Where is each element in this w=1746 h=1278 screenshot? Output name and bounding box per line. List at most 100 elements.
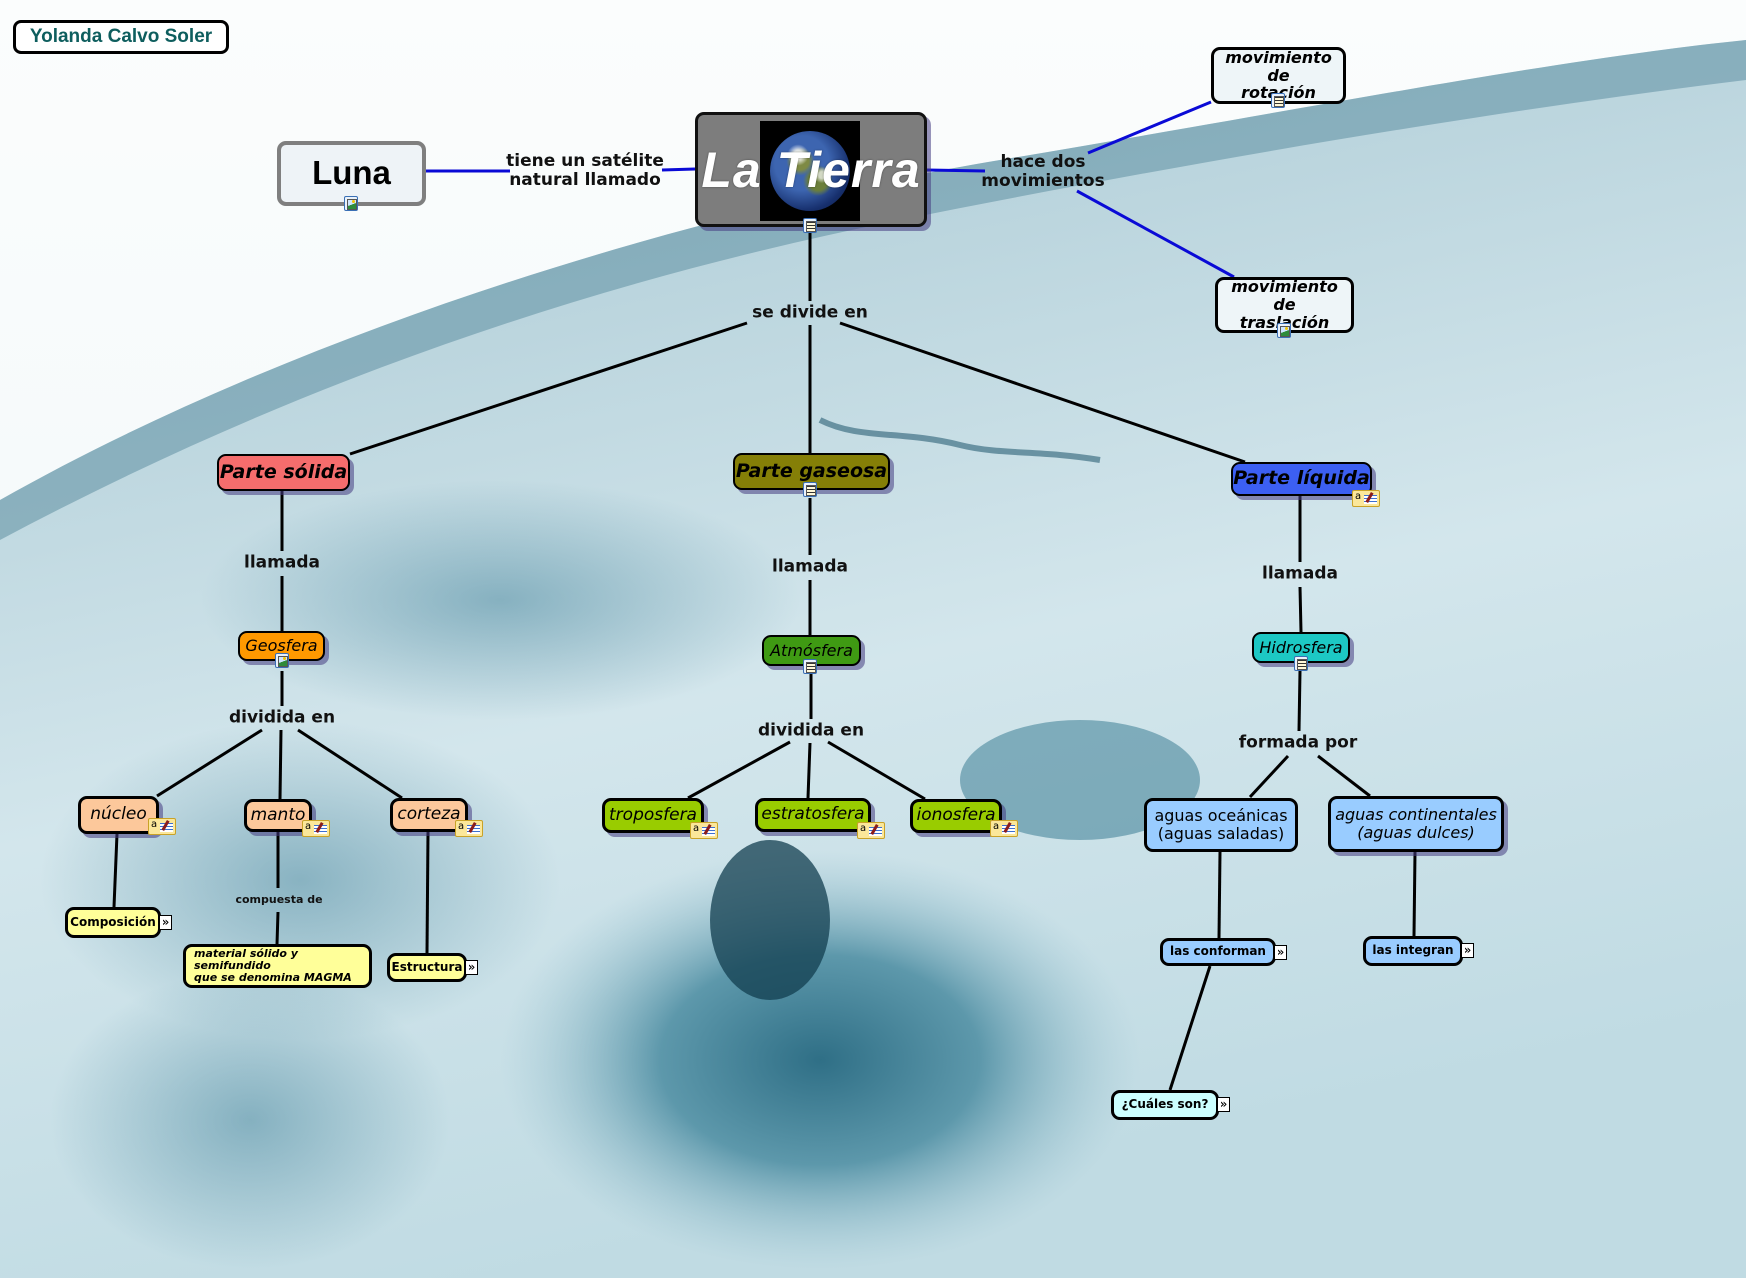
note-letter: a: [151, 819, 158, 830]
concept-ionosfera[interactable]: ionosfera: [910, 799, 1002, 833]
concept-nucleo[interactable]: núcleo: [78, 796, 159, 834]
earth-image: [760, 121, 860, 221]
note-icon[interactable]: a: [857, 822, 885, 839]
note-icon[interactable]: a: [690, 822, 718, 839]
note-letter: a: [1355, 491, 1362, 502]
link-oceanicas-conforman: [1217, 851, 1222, 939]
document-icon[interactable]: [803, 659, 817, 674]
concept-label: Parte gaseosa: [735, 459, 888, 482]
link-phrase-line: hace dos: [1000, 151, 1086, 172]
concept-label: estratosfera: [761, 804, 865, 825]
concept-luna-label: Luna: [312, 154, 391, 192]
concept-label: Atmósfera: [770, 640, 853, 660]
concept-la-tierra[interactable]: La Tierra: [695, 112, 927, 227]
concept-parte-solida[interactable]: Parte sólida: [217, 454, 350, 491]
link-dividida-nucleo: [156, 728, 263, 798]
concept-line: traslación: [1240, 314, 1330, 332]
link-phrase-dividida-en: dividida en: [757, 720, 865, 741]
resource-label: Estructura: [391, 959, 463, 974]
note-icon[interactable]: a: [148, 818, 176, 835]
link-formada-continentales: [1317, 754, 1371, 798]
link-divide-solida: [349, 321, 748, 456]
link-phrase-line: natural llamado: [509, 170, 661, 190]
resource-estructura[interactable]: Estructura: [387, 953, 467, 982]
concept-estratosfera[interactable]: estratosfera: [755, 798, 871, 832]
link-phrase-line: movimientos: [981, 171, 1105, 191]
expand-resources-icon[interactable]: »: [1217, 1097, 1230, 1112]
concept-parte-liquida[interactable]: Parte líquida: [1231, 462, 1372, 496]
note-icon[interactable]: a: [990, 820, 1018, 837]
concept-la-tierra-label: La Tierra: [701, 141, 921, 198]
concept-label: ionosfera: [916, 805, 996, 826]
concept-movimiento-traslacion[interactable]: movimiento de traslación: [1215, 277, 1354, 333]
image-icon[interactable]: [275, 653, 289, 668]
concept-luna[interactable]: Luna: [277, 141, 426, 206]
concept-corteza[interactable]: corteza: [390, 798, 468, 832]
concept-material-magma[interactable]: material sólido y semifundido que se den…: [183, 944, 372, 988]
concept-line: movimiento de: [1225, 47, 1332, 85]
link-formada-oceanicas: [1248, 754, 1290, 799]
note-letter: a: [458, 821, 465, 832]
resource-composicion[interactable]: Composición: [65, 907, 161, 938]
resource-label: las conforman: [1170, 944, 1266, 959]
resource-label: ¿Cuáles son?: [1121, 1097, 1209, 1112]
concept-label: núcleo: [90, 804, 147, 825]
document-icon[interactable]: [1271, 93, 1285, 108]
document-icon[interactable]: [1294, 656, 1308, 671]
expand-resources-icon[interactable]: »: [1274, 945, 1287, 960]
concept-line: (aguas saladas): [1157, 824, 1285, 843]
note-letter: a: [993, 821, 1000, 832]
link-phrase-formada-por: formada por: [1238, 732, 1358, 753]
link-continentales-integran: [1412, 851, 1417, 937]
note-icon[interactable]: a: [1352, 490, 1380, 507]
expand-resources-icon[interactable]: »: [465, 960, 478, 975]
concept-line: rotación: [1241, 84, 1316, 102]
concept-line: material sólido y semifundido: [194, 946, 298, 972]
link-tierra-movimientos: [926, 168, 986, 173]
concept-label: manto: [250, 804, 306, 825]
note-icon[interactable]: a: [455, 820, 483, 837]
concept-label: Parte sólida: [219, 460, 348, 483]
concept-label: corteza: [397, 804, 461, 825]
link-nucleo-composicion: [112, 833, 119, 908]
image-icon[interactable]: [1277, 323, 1291, 338]
link-dividida-troposfera: [687, 740, 791, 800]
link-phrase-line: tiene un satélite: [506, 150, 664, 171]
resource-label: las integran: [1372, 943, 1454, 958]
concept-line: movimiento de: [1231, 277, 1338, 315]
concept-troposfera[interactable]: troposfera: [602, 798, 704, 833]
resource-cuales-son[interactable]: ¿Cuáles son?: [1111, 1090, 1219, 1120]
expand-resources-icon[interactable]: »: [1461, 943, 1474, 958]
concept-manto[interactable]: manto: [244, 799, 312, 832]
resource-las-conforman[interactable]: las conforman: [1160, 938, 1276, 966]
link-phrase-compuesta-de: compuesta de: [235, 892, 323, 906]
expand-resources-icon[interactable]: »: [159, 915, 172, 930]
resource-label: Composición: [70, 914, 156, 929]
link-dividida-corteza: [297, 728, 403, 800]
document-icon[interactable]: [803, 218, 817, 233]
concept-label: troposfera: [609, 804, 697, 825]
document-icon[interactable]: [803, 482, 817, 497]
link-dividida-estratosfera: [806, 742, 812, 799]
concept-label: Geosfera: [245, 636, 318, 656]
link-divide-liquida: [839, 321, 1246, 464]
link-llamada-hidrosfera: [1298, 586, 1303, 633]
resource-las-integran[interactable]: las integran: [1363, 936, 1463, 966]
author-name-box[interactable]: Yolanda Calvo Soler: [13, 20, 229, 54]
image-icon[interactable]: [344, 196, 358, 211]
link-phrase-satelite: tiene un satélite natural llamado: [503, 150, 667, 190]
link-luna-tierra: [661, 167, 696, 172]
note-icon[interactable]: a: [302, 820, 330, 837]
link-phrase-llamada: llamada: [1262, 563, 1338, 584]
link-phrase-dividida-en: dividida en: [228, 707, 336, 728]
link-dividida-manto: [278, 729, 283, 800]
concept-aguas-continentales[interactable]: aguas continentales (aguas dulces): [1328, 796, 1504, 852]
concept-line: aguas continentales: [1335, 805, 1497, 825]
link-phrase-movimientos: hace dos movimientos: [978, 151, 1107, 191]
link-to-traslacion: [1076, 189, 1235, 279]
concept-line: aguas oceánicas: [1154, 806, 1288, 826]
link-compuesta-material: [275, 911, 280, 945]
link-phrase-llamada: llamada: [244, 552, 320, 573]
concept-aguas-oceanicas[interactable]: aguas oceánicas (aguas saladas): [1144, 798, 1298, 852]
